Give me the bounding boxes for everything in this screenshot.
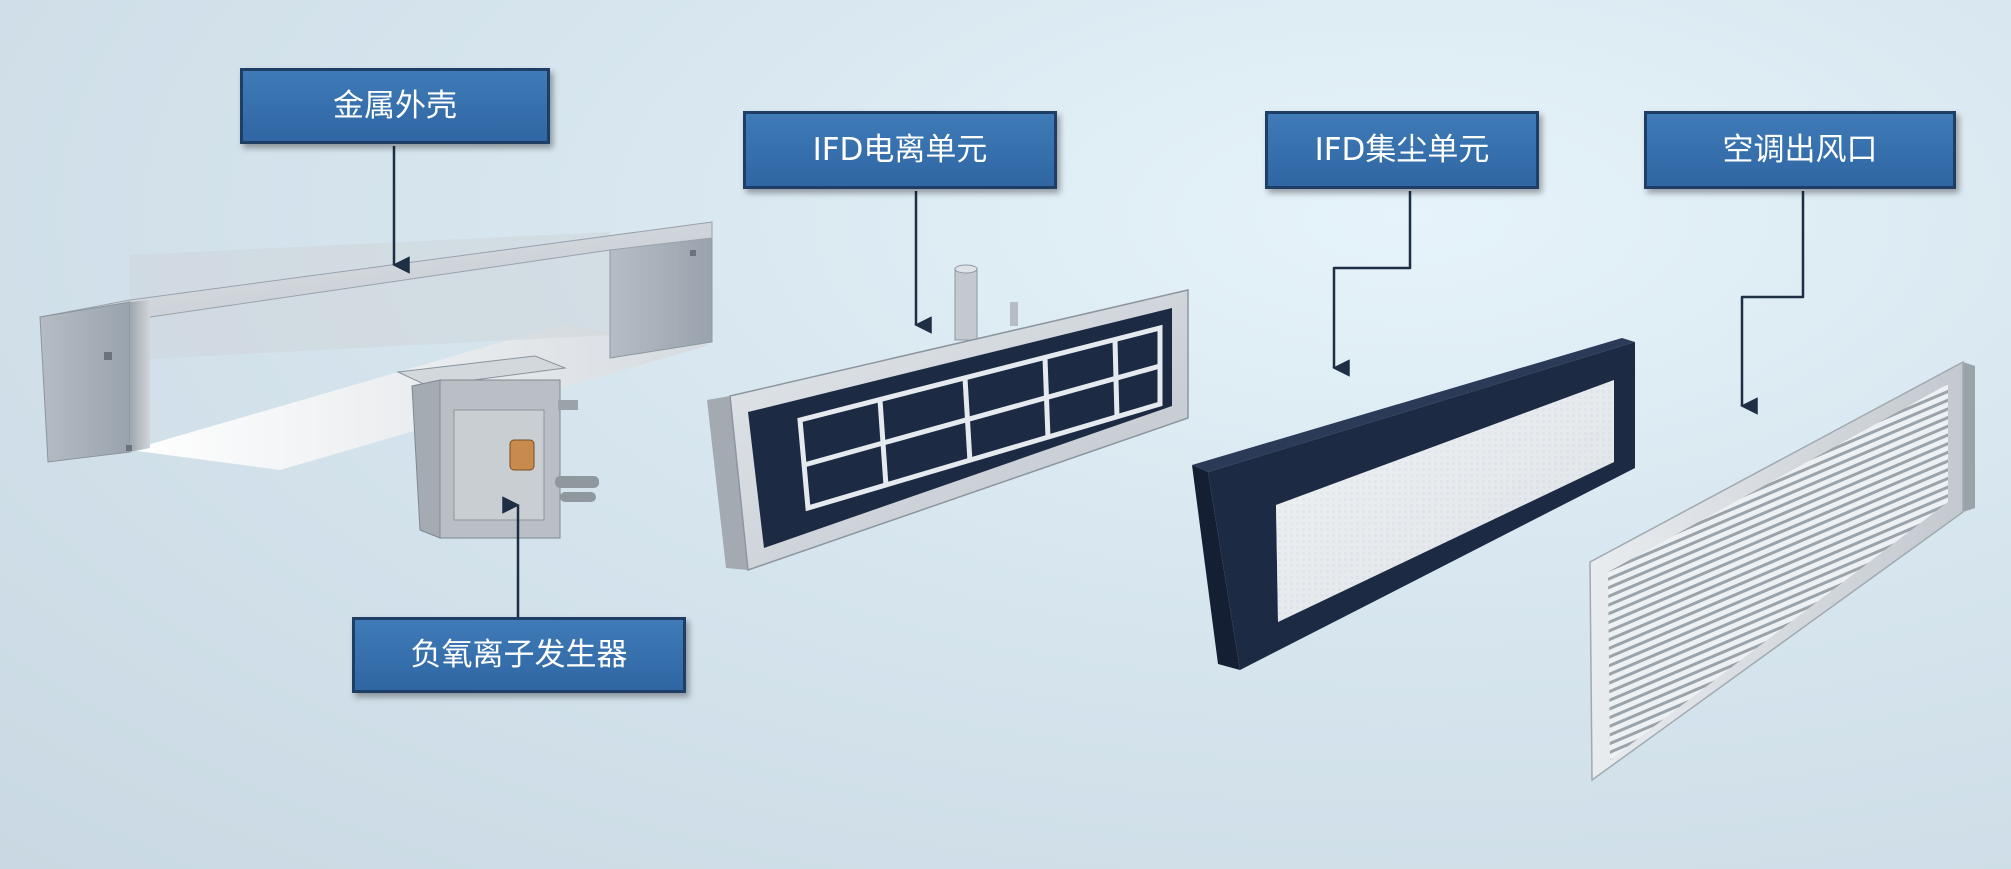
ionization-unit-grid <box>797 324 1163 512</box>
generator-top-plate <box>396 355 567 387</box>
housing-left-end-panel <box>39 301 131 463</box>
label-ifd-dust-collection-unit: IFD集尘单元 <box>1265 111 1539 189</box>
generator-side-face <box>411 379 441 539</box>
label-metal-housing: 金属外壳 <box>240 68 550 144</box>
ionization-unit-post <box>954 267 978 341</box>
grille-right-edge <box>1963 362 1975 512</box>
housing-right-panel <box>609 231 713 359</box>
housing-left-inner-panel <box>130 300 150 452</box>
label-negative-ion-generator: 负氧离子发生器 <box>352 617 686 693</box>
ionization-unit-pin <box>1010 302 1018 326</box>
housing-screw-hole <box>690 250 696 256</box>
generator-connector <box>555 476 599 488</box>
label-ifd-ionization-unit: IFD电离单元 <box>743 111 1057 189</box>
dust-unit-top-face <box>1192 338 1635 472</box>
housing-screw-hole <box>104 352 112 360</box>
ionization-unit-panel <box>748 308 1172 548</box>
ifd-ionization-unit-device <box>707 264 1189 572</box>
dust-unit-filter-sheen <box>1276 380 1614 622</box>
ionization-unit-side-edge <box>707 396 748 570</box>
generator-connector <box>560 492 596 502</box>
leader-line-ifd-dust-collection <box>1332 191 1412 377</box>
leader-lines <box>392 146 1805 620</box>
generator-mount-tab <box>558 400 578 410</box>
metal-housing <box>39 221 713 470</box>
label-ac-air-outlet: 空调出风口 <box>1644 111 1956 189</box>
dust-unit-side-face <box>1192 465 1240 670</box>
generator-copper-terminal <box>509 439 535 471</box>
grille-slats <box>1608 384 1948 760</box>
ionization-unit-post-cap <box>954 264 978 274</box>
ac-air-outlet-grille <box>1589 360 1975 782</box>
ifd-dust-collection-unit-device <box>1192 338 1635 670</box>
leader-line-ac-air-outlet <box>1740 191 1805 415</box>
negative-ion-generator-device <box>396 355 599 539</box>
housing-screw-hole <box>126 445 132 451</box>
